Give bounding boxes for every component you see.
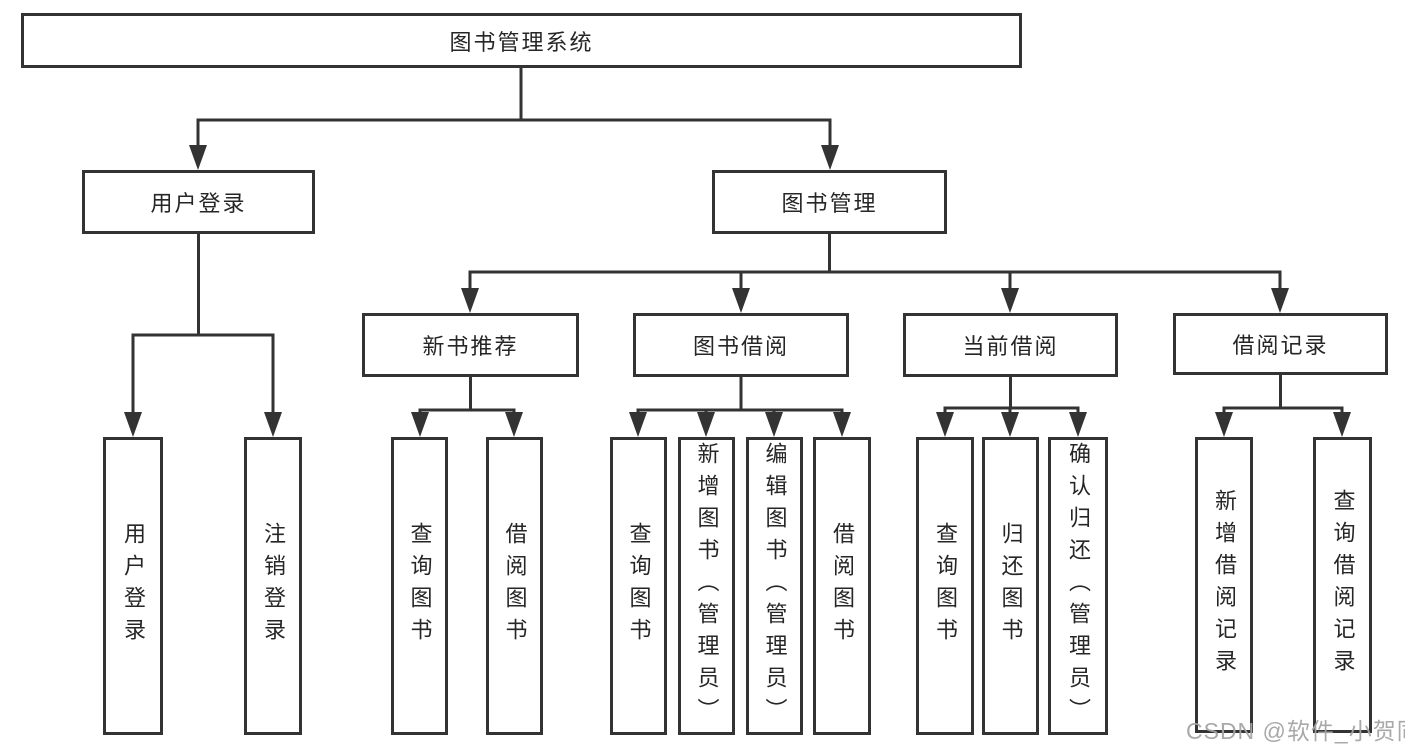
node-book-management-label: 图书管理 [781,191,878,216]
leaf-current-query: 查询图书 [916,437,974,735]
leaf-borrow-add-admin-label: 新增图书（管理员） [694,442,720,730]
node-book-management: 图书管理 [712,170,947,234]
leaf-newbook-borrow: 借阅图书 [486,437,543,735]
leaf-newbook-query: 查询图书 [391,437,448,735]
leaf-current-return-label: 归还图书 [998,522,1024,650]
leaf-logout: 注销登录 [244,437,302,735]
node-new-book-recommend-label: 新书推荐 [422,334,519,359]
node-book-borrow-label: 图书借阅 [692,334,789,359]
leaf-newbook-query-label: 查询图书 [407,522,433,650]
leaf-user-login-label: 用户登录 [121,522,146,650]
leaf-record-query-label: 查询借阅记录 [1330,489,1356,681]
leaf-borrow-book-label: 借阅图书 [830,522,855,650]
node-book-borrow: 图书借阅 [633,313,849,377]
leaf-record-add-label: 新增借阅记录 [1212,489,1237,681]
leaf-current-confirm-admin: 确认归还（管理员） [1048,437,1108,735]
node-new-book-recommend: 新书推荐 [362,313,579,377]
leaf-borrow-edit-admin-label: 编辑图书（管理员） [762,442,788,730]
node-borrow-records: 借阅记录 [1173,313,1388,375]
leaf-borrow-book: 借阅图书 [813,437,871,735]
node-user-login: 用户登录 [82,170,315,234]
leaf-current-query-label: 查询图书 [933,522,958,650]
node-current-borrow-label: 当前借阅 [962,334,1059,359]
leaf-current-return: 归还图书 [982,437,1039,735]
node-user-login-label: 用户登录 [150,191,247,216]
leaf-borrow-query-label: 查询图书 [626,522,652,650]
leaf-record-query: 查询借阅记录 [1313,437,1372,733]
leaf-borrow-edit-admin: 编辑图书（管理员） [746,437,803,735]
node-borrow-records-label: 借阅记录 [1232,333,1329,358]
node-current-borrow: 当前借阅 [903,313,1118,377]
leaf-logout-label: 注销登录 [261,522,286,650]
leaf-current-confirm-admin-label: 确认归还（管理员） [1066,442,1091,730]
node-system-root: 图书管理系统 [21,13,1022,68]
watermark-text: CSDN @软件_小贺同学 [1186,718,1405,744]
leaf-borrow-add-admin: 新增图书（管理员） [678,437,735,735]
node-system-root-label: 图书管理系统 [449,29,594,55]
leaf-record-add: 新增借阅记录 [1195,437,1253,733]
leaf-user-login: 用户登录 [103,437,163,735]
leaf-borrow-query: 查询图书 [610,437,667,735]
leaf-newbook-borrow-label: 借阅图书 [502,522,528,650]
